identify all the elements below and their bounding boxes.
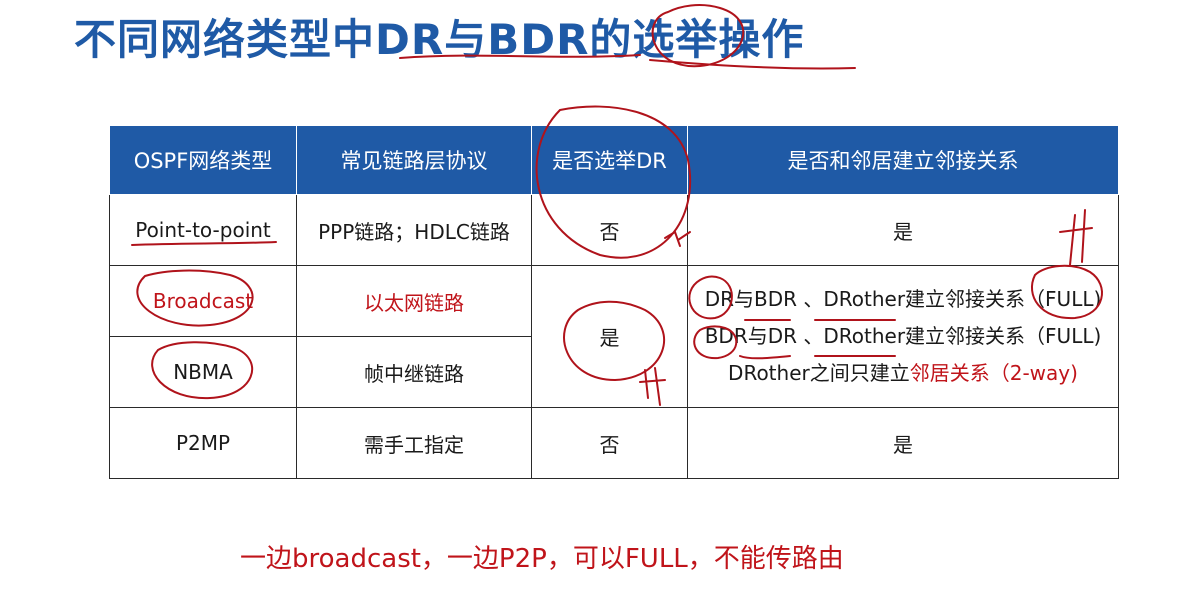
cell-network-type: Point-to-point (109, 194, 297, 266)
cell-protocol: 需手工指定 (296, 407, 532, 479)
slide-title: 不同网络类型中DR与BDR的选举操作 (74, 15, 805, 64)
cell-elect-dr: 否 (531, 194, 688, 266)
cell-adjacency: 是 (687, 194, 1119, 266)
cell-adjacency-merged: DR与BDR 、DRother建立邻接关系（FULL) BDR与DR 、DRot… (687, 265, 1119, 408)
cell-adjacency: 是 (687, 407, 1119, 479)
adjacency-line-bdr: BDR与DR 、DRother建立邻接关系（FULL) (704, 324, 1102, 348)
adjacency-line-drother-prefix: DRother之间只建立 (728, 361, 910, 385)
table-row: Point-to-point PPP链路；HDLC链路 否 是 (109, 194, 1119, 266)
header-elect-dr: 是否选举DR (531, 125, 688, 195)
table-header-row: OSPF网络类型 常见链路层协议 是否选举DR 是否和邻居建立邻接关系 (109, 125, 1119, 195)
cell-network-type: P2MP (109, 407, 297, 479)
header-link-protocol: 常见链路层协议 (296, 125, 532, 195)
cell-protocol: 以太网链路 (296, 265, 532, 337)
header-adjacency: 是否和邻居建立邻接关系 (687, 125, 1119, 195)
cell-protocol: PPP链路；HDLC链路 (296, 194, 532, 266)
ospf-network-table: OSPF网络类型 常见链路层协议 是否选举DR 是否和邻居建立邻接关系 Poin… (109, 125, 1119, 479)
cell-protocol: 帧中继链路 (296, 336, 532, 408)
table-row: P2MP 需手工指定 否 是 (109, 407, 1119, 479)
table-row: Broadcast 以太网链路 是 DR与BDR 、DRother建立邻接关系（… (109, 265, 1119, 408)
cell-elect-dr-merged: 是 (531, 265, 688, 408)
header-network-type: OSPF网络类型 (109, 125, 297, 195)
bottom-note: 一边broadcast，一边P2P，可以FULL，不能传路由 (240, 544, 844, 574)
adjacency-line-drother-highlight: 邻居关系（2-way) (909, 361, 1078, 385)
cell-network-type: Broadcast (109, 265, 297, 337)
adjacency-line-drother: DRother之间只建立邻居关系（2-way) (688, 355, 1118, 392)
adjacency-line-dr: DR与BDR 、DRother建立邻接关系（FULL) (704, 287, 1102, 311)
cell-elect-dr: 否 (531, 407, 688, 479)
cell-network-type: NBMA (109, 336, 297, 408)
